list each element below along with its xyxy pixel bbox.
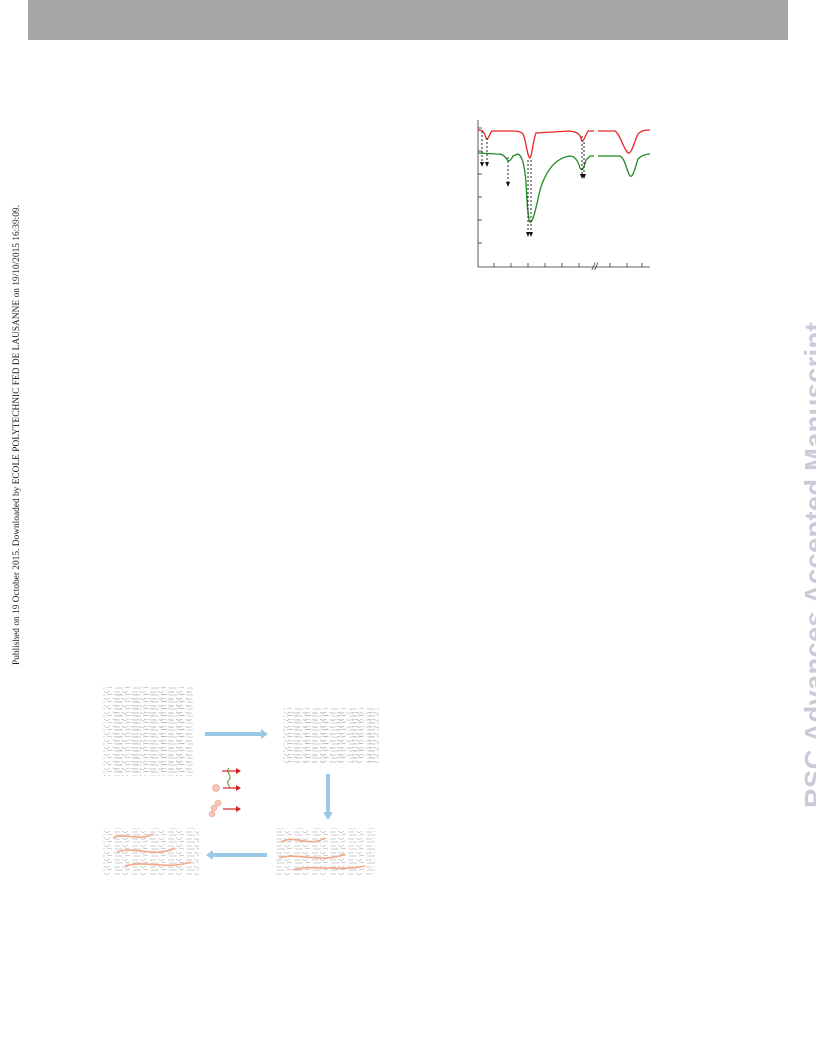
legend-item-wave xyxy=(222,767,241,789)
legend-item-bead xyxy=(212,784,241,792)
peak-arrowheads xyxy=(480,162,586,237)
structure-bottom-left xyxy=(103,828,199,876)
spectrum-trace-bottom xyxy=(477,152,651,223)
reaction-scheme-figure xyxy=(103,686,379,876)
scheme-arrow-right xyxy=(205,729,268,739)
spectrum-axes xyxy=(477,120,650,268)
cluster-icon xyxy=(208,799,222,818)
structure-top-right xyxy=(283,708,379,764)
scheme-arrow-left xyxy=(206,850,267,860)
spectrum-figure: // xyxy=(477,120,651,272)
scheme-arrow-down xyxy=(323,774,333,820)
publication-note: Published on 19 October 2015. Downloaded… xyxy=(12,205,22,665)
structure-top-left xyxy=(103,686,193,776)
axis-break-mark: // xyxy=(591,262,599,272)
accepted-manuscript-watermark: RSC Advances Accepted Manuscript xyxy=(799,322,816,808)
structure-bottom-right xyxy=(275,828,375,876)
peak-markers xyxy=(481,131,585,232)
legend-item-cluster xyxy=(208,799,241,818)
bead-icon xyxy=(212,784,220,792)
spectrum-trace-top xyxy=(477,129,651,159)
header-bar xyxy=(28,0,788,40)
